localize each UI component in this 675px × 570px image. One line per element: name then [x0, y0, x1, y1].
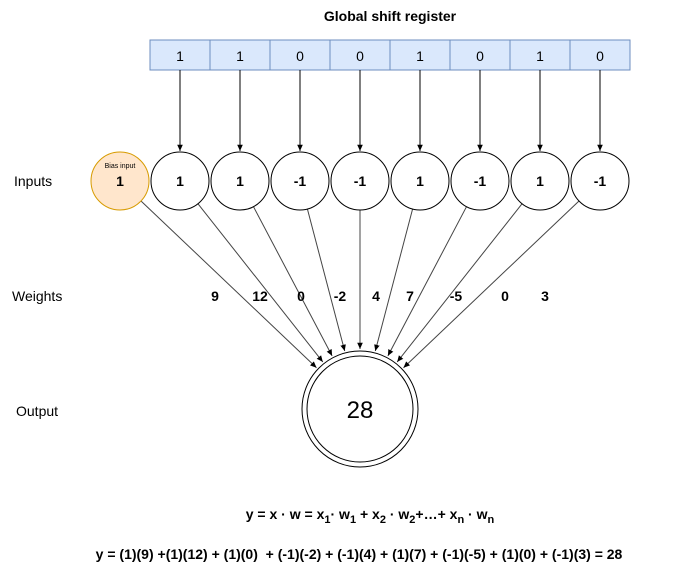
input-value: 1	[416, 173, 424, 189]
input-node: -1	[330, 151, 390, 211]
global-shift-register: 1 1 0 0 1 0 1 0	[149, 39, 631, 71]
output-row-label: Output	[16, 403, 58, 419]
weighted-connection	[403, 200, 580, 369]
output-value: 28	[347, 397, 374, 424]
weight-label: -5	[450, 288, 463, 304]
bias-input-caption: Bias input	[105, 163, 136, 170]
register-bit: 0	[296, 48, 304, 64]
register-cell	[149, 39, 211, 71]
input-value: 1	[536, 173, 544, 189]
weighted-connection	[140, 200, 317, 369]
register-title: Global shift register	[324, 8, 457, 24]
input-node: 1	[390, 151, 450, 211]
bias-input-value: 1	[116, 173, 124, 189]
register-bit: 0	[596, 48, 604, 64]
register-bit: 1	[176, 48, 184, 64]
input-value: 1	[176, 173, 184, 189]
input-node: -1	[270, 151, 330, 211]
weight-label: 0	[297, 288, 305, 304]
input-node: -1	[570, 151, 630, 211]
weight-label: 4	[372, 288, 380, 304]
weight-labels: 9 12 0 -2 4 7 -5 0 3	[211, 288, 549, 304]
register-input-connectors	[177, 70, 603, 151]
weighted-connection	[253, 206, 333, 357]
weighted-connection	[306, 208, 346, 352]
register-bit: 0	[356, 48, 364, 64]
computation-formula: y = (1)(9) +(1)(12) + (1)(0) + (-1)(-2) …	[96, 546, 623, 562]
weight-label: 9	[211, 288, 219, 304]
register-bit: 1	[536, 48, 544, 64]
bias-input-node: Bias input 1	[90, 151, 150, 211]
input-node: 1	[210, 151, 270, 211]
input-value: -1	[474, 173, 487, 189]
register-bit: 1	[416, 48, 424, 64]
input-node: 1	[150, 151, 210, 211]
weight-label: 12	[252, 288, 268, 304]
weighted-connection	[396, 203, 523, 363]
input-value: -1	[294, 173, 307, 189]
weights-row-label: Weights	[12, 288, 62, 304]
register-bit: 1	[236, 48, 244, 64]
weighted-connection	[197, 203, 324, 363]
general-formula: y = x · w = x1· w1 + x2 · w2+…+ xn · wn	[246, 506, 495, 526]
register-cell	[209, 39, 271, 71]
weighted-connection	[374, 208, 414, 352]
weight-label: 3	[541, 288, 549, 304]
input-node: 1	[510, 151, 570, 211]
inputs-row-label: Inputs	[14, 173, 52, 189]
register-bit: 0	[476, 48, 484, 64]
input-value: 1	[236, 173, 244, 189]
output-node: 28	[301, 350, 419, 468]
input-nodes: 1 1 -1 -1 1 -1 1 -1	[150, 151, 630, 211]
weight-label: -2	[334, 288, 347, 304]
weighted-connections	[140, 200, 580, 369]
input-node: -1	[450, 151, 510, 211]
input-value: -1	[354, 173, 367, 189]
register-cell	[569, 39, 631, 71]
weight-label: 7	[406, 288, 414, 304]
input-value: -1	[594, 173, 607, 189]
weight-label: 0	[501, 288, 509, 304]
register-cell	[449, 39, 511, 71]
weighted-connection	[387, 206, 467, 357]
